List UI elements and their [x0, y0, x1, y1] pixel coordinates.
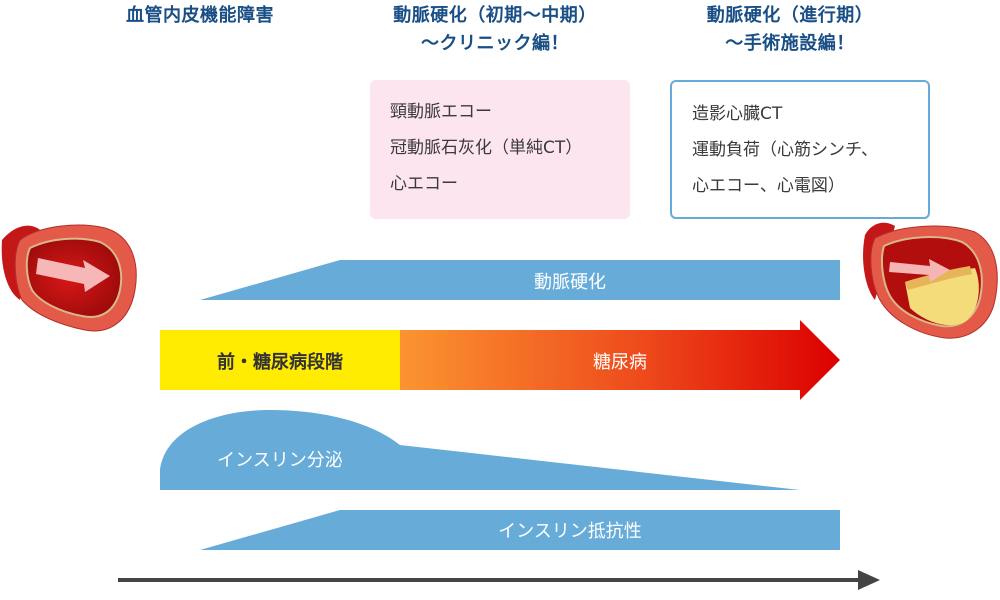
- test-stress-test: 運動負荷（心筋シンチ、: [692, 140, 878, 160]
- stage-title-endothelial-dysfunction: 血管内皮機能障害: [80, 2, 320, 30]
- stage-title-line: 動脈硬化（進行期）: [706, 5, 874, 26]
- insulin-resistance-label: インスリン抵抗性: [498, 521, 642, 542]
- healthy-artery-icon: [1, 224, 137, 332]
- insulin-secretion-label: インスリン分泌: [217, 450, 343, 471]
- clinic-tests-box: 頸動脈エコー 冠動脈石灰化（単純CT） 心エコー: [370, 80, 630, 219]
- test-cardiac-echo: 心エコー: [390, 174, 458, 194]
- insulin-secretion-shape: [160, 410, 800, 490]
- arteriosclerosis-bar: [200, 260, 840, 300]
- stage-title-subline: 〜クリニック編！: [421, 33, 569, 54]
- test-carotid-echo: 頸動脈エコー: [390, 102, 492, 122]
- time-axis-arrowhead: [858, 570, 880, 590]
- plaque-artery-icon: [863, 222, 998, 339]
- test-echo-ecg: 心エコー、心電図）: [692, 176, 845, 196]
- arteriosclerosis-label: 動脈硬化: [534, 272, 606, 293]
- test-contrast-cardiac-ct: 造影心臓CT: [692, 104, 783, 124]
- prediabetes-bar: [160, 330, 400, 390]
- test-coronary-calcification: 冠動脈石灰化（単純CT）: [390, 138, 583, 158]
- stage-title-line: 動脈硬化（初期〜中期）: [393, 5, 597, 26]
- stage-title-early-arteriosclerosis: 動脈硬化（初期〜中期） 〜クリニック編！: [350, 2, 640, 58]
- insulin-resistance-bar: [200, 510, 840, 550]
- prediabetes-label: 前・糖尿病段階: [217, 352, 343, 373]
- diabetes-label: 糖尿病: [593, 352, 647, 373]
- stage-title-advanced-arteriosclerosis: 動脈硬化（進行期） 〜手術施設編！: [660, 2, 920, 58]
- stage-title-line: 血管内皮機能障害: [126, 5, 274, 26]
- hospital-tests-box: 造影心臓CT 運動負荷（心筋シンチ、 心エコー、心電図）: [670, 80, 930, 219]
- diabetes-arrow: [400, 320, 840, 400]
- stage-title-subline: 〜手術施設編！: [725, 33, 855, 54]
